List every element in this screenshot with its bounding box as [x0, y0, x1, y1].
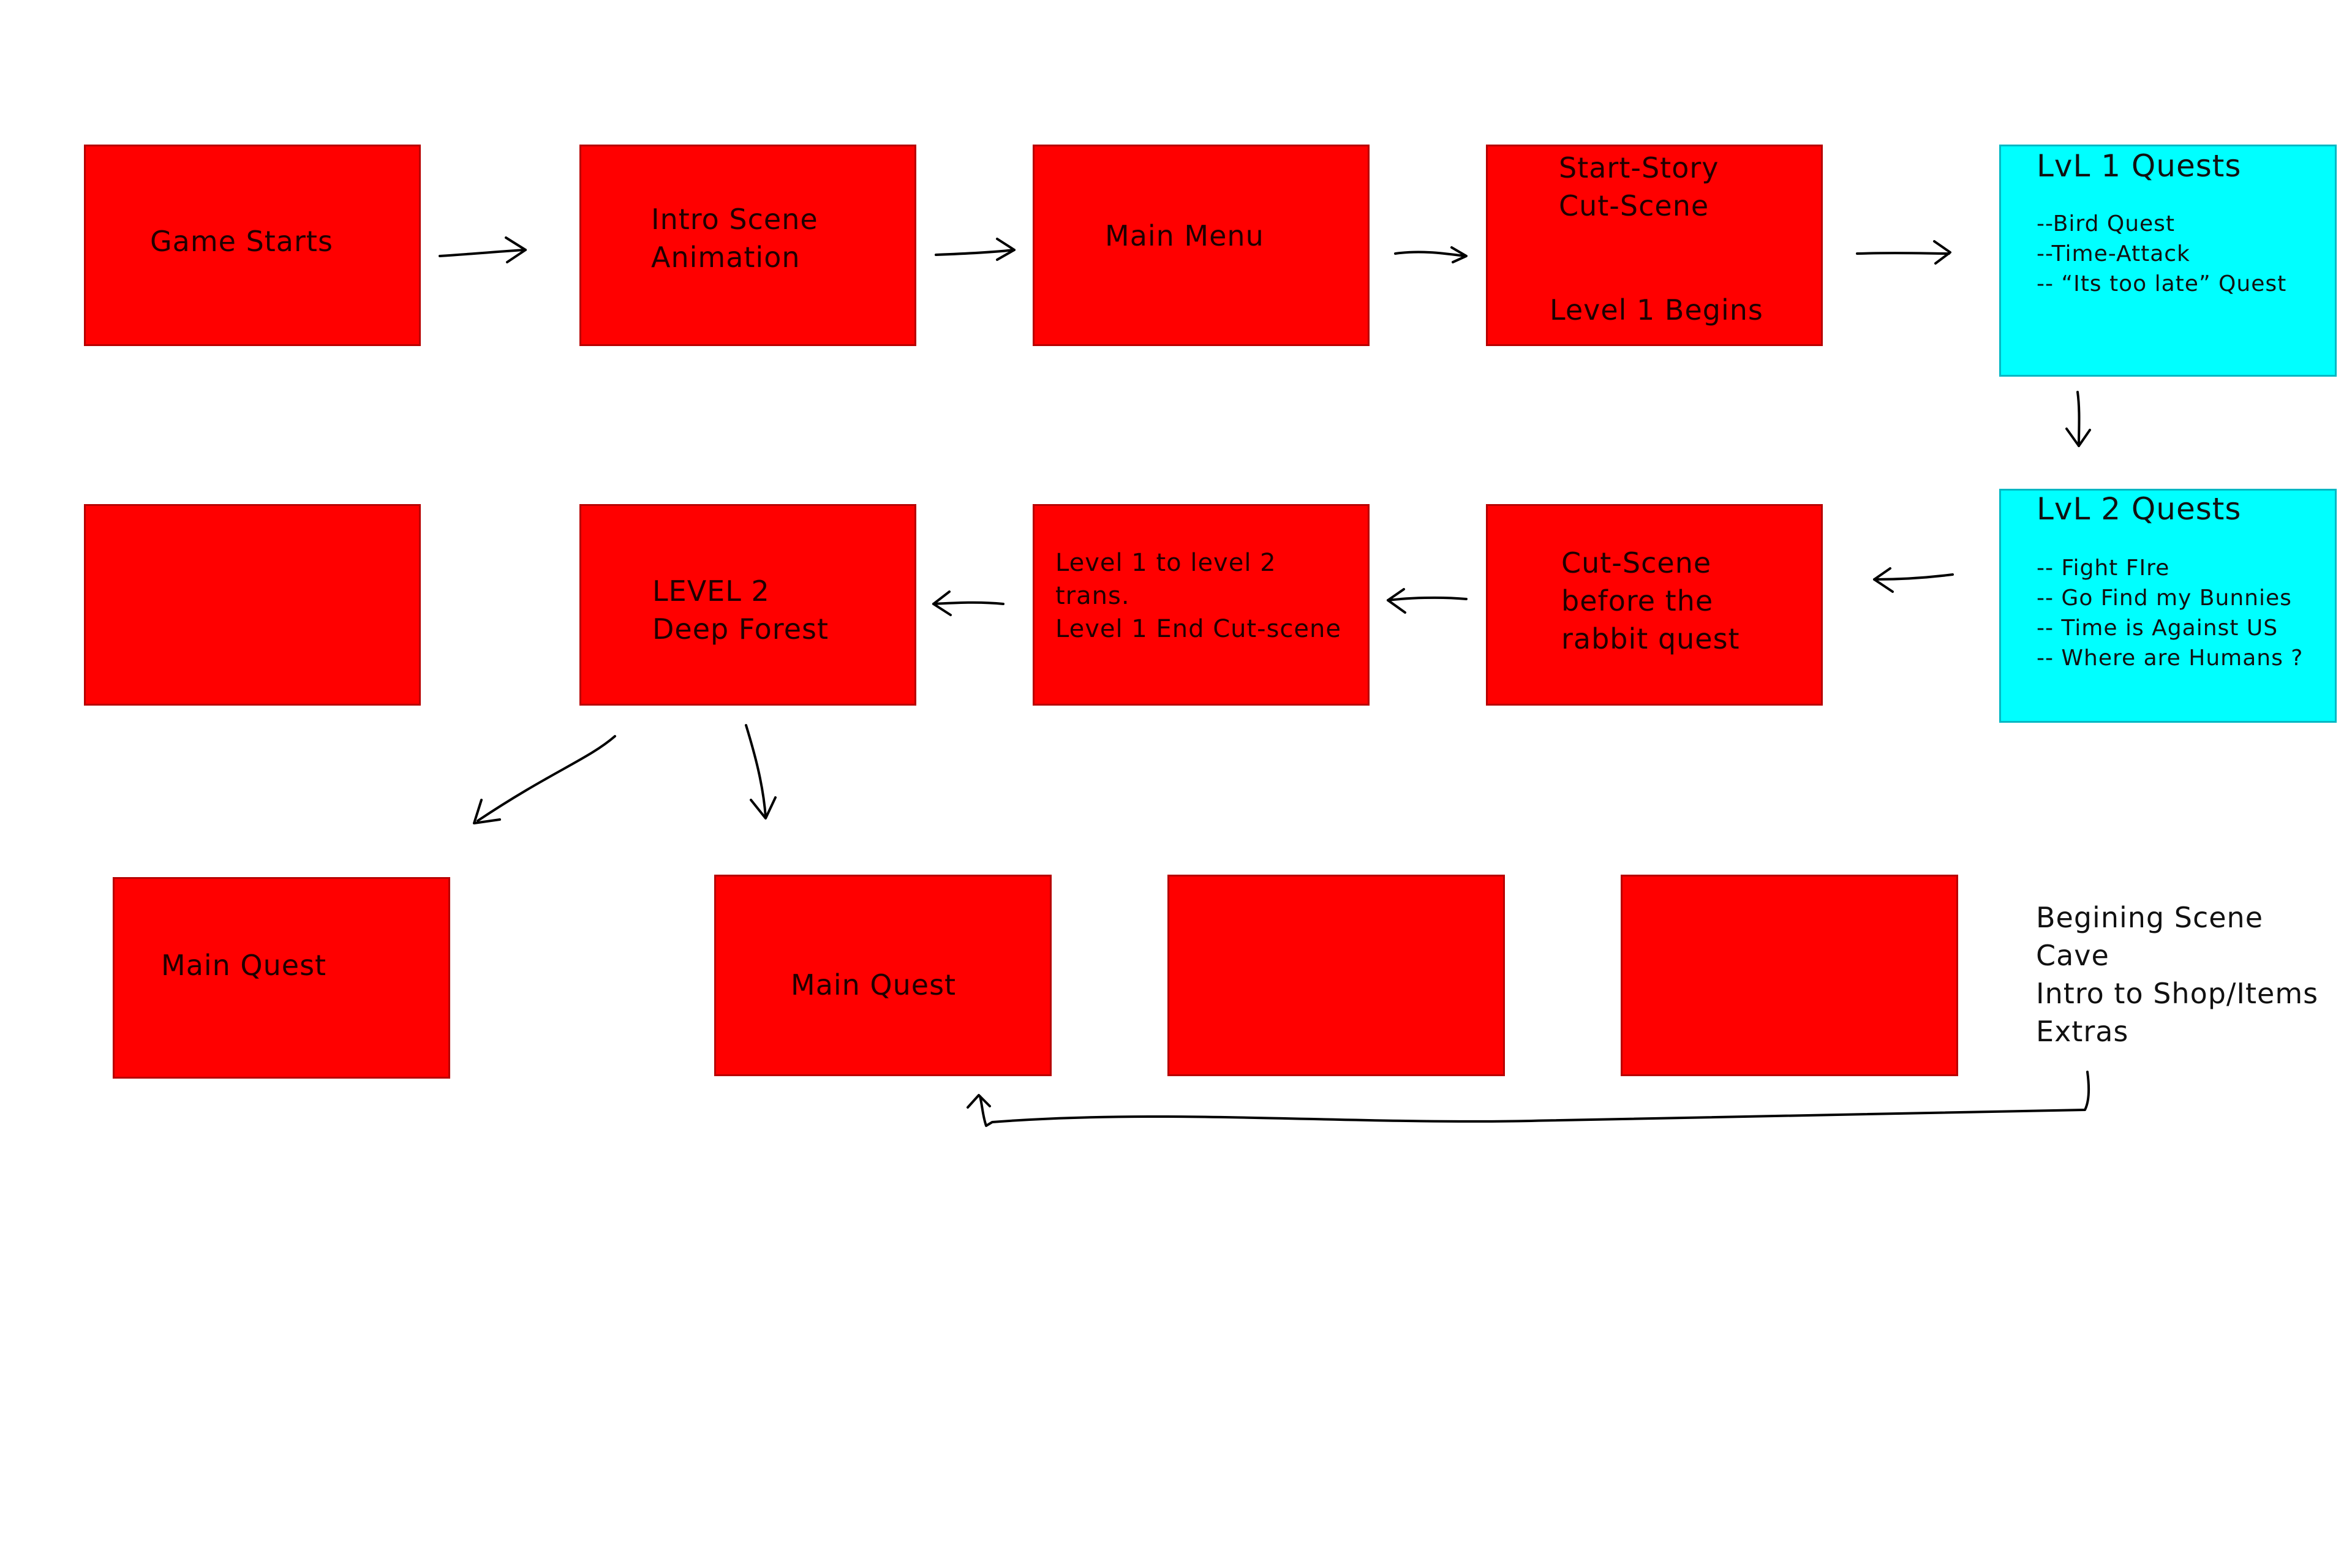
empty-box-row2	[84, 504, 421, 706]
arrow-transition-to-level2	[932, 590, 1005, 616]
note-item: Begining Scene	[2036, 901, 2263, 934]
lvl2-quest-item: -- Time is Against US	[2037, 616, 2278, 641]
lvl2-quests-title: LvL 2 Quests	[2037, 491, 2242, 527]
lvl2-quests-box: LvL 2 Quests -- Fight FIre -- Go Find my…	[1999, 489, 2337, 723]
intro-scene-line-2: Animation	[651, 241, 801, 274]
arrow-menu-to-story	[1394, 246, 1468, 263]
transition-box: Level 1 to level 2 trans. Level 1 End Cu…	[1033, 504, 1370, 706]
lvl1-quests-title: LvL 1 Quests	[2037, 148, 2242, 184]
note-item: Intro to Shop/Items	[2036, 977, 2319, 1010]
lvl2-quest-item: -- Where are Humans ?	[2037, 646, 2304, 671]
main-quest-left-box: Main Quest	[113, 877, 450, 1079]
empty-box-row3-b	[1621, 875, 1958, 1076]
game-starts-label: Game Starts	[150, 225, 333, 258]
start-story-box: Start-Story Cut-Scene Level 1 Begins	[1486, 145, 1823, 346]
transition-line-3: Level 1 End Cut-scene	[1055, 615, 1341, 643]
empty-box-row3-a	[1167, 875, 1505, 1076]
intro-scene-box: Intro Scene Animation	[579, 145, 916, 346]
arrow-level2-to-main-quest-center	[745, 724, 777, 820]
main-quest-left-label: Main Quest	[161, 949, 327, 982]
lvl2-quest-item: -- Go Find my Bunnies	[2037, 586, 2292, 611]
lvl2-quest-item: -- Fight FIre	[2037, 556, 2170, 581]
start-story-line-1: Start-Story	[1559, 151, 1719, 184]
rabbit-cutscene-box: Cut-Scene before the rabbit quest	[1486, 504, 1823, 706]
main-quest-center-box: Main Quest	[714, 875, 1052, 1076]
intro-scene-line-1: Intro Scene	[651, 203, 818, 236]
start-story-line-2: Cut-Scene	[1559, 189, 1709, 222]
rabbit-cutscene-line-1: Cut-Scene	[1561, 546, 1712, 579]
level2-line-2: Deep Forest	[652, 612, 829, 646]
note-item: Extras	[2036, 1015, 2129, 1048]
main-menu-label: Main Menu	[1105, 219, 1264, 252]
rabbit-cutscene-line-3: rabbit quest	[1561, 622, 1740, 655]
transition-line-2: trans.	[1055, 582, 1130, 610]
rabbit-cutscene-line-2: before the	[1561, 584, 1714, 617]
game-starts-box: Game Starts	[84, 145, 421, 346]
lvl1-quest-item: --Time-Attack	[2037, 241, 2190, 266]
arrow-game-to-intro	[439, 236, 527, 263]
arrow-lvl2-to-rabbit	[1873, 567, 1954, 593]
arrow-level2-to-main-quest-left	[473, 735, 616, 824]
note-item: Cave	[2036, 939, 2109, 972]
level2-box: LEVEL 2 Deep Forest	[579, 504, 916, 706]
lvl1-quest-item: -- “Its too late” Quest	[2037, 271, 2287, 296]
arrow-story-to-lvl1	[1856, 240, 1951, 265]
level1-begins-label: Level 1 Begins	[1550, 293, 1763, 326]
lvl1-quests-box: LvL 1 Quests --Bird Quest --Time-Attack …	[1999, 145, 2337, 377]
main-quest-center-label: Main Quest	[791, 968, 957, 1001]
transition-line-1: Level 1 to level 2	[1055, 549, 1276, 577]
arrow-rabbit-to-transition	[1387, 588, 1468, 614]
arrow-lvl1-to-lvl2	[2065, 391, 2091, 447]
arrow-intro-to-menu	[935, 238, 1016, 261]
main-menu-box: Main Menu	[1033, 145, 1370, 346]
arrow-notes-to-main-quest-center	[967, 1071, 2090, 1127]
lvl1-quest-item: --Bird Quest	[2037, 211, 2176, 236]
level2-line-1: LEVEL 2	[652, 575, 770, 608]
